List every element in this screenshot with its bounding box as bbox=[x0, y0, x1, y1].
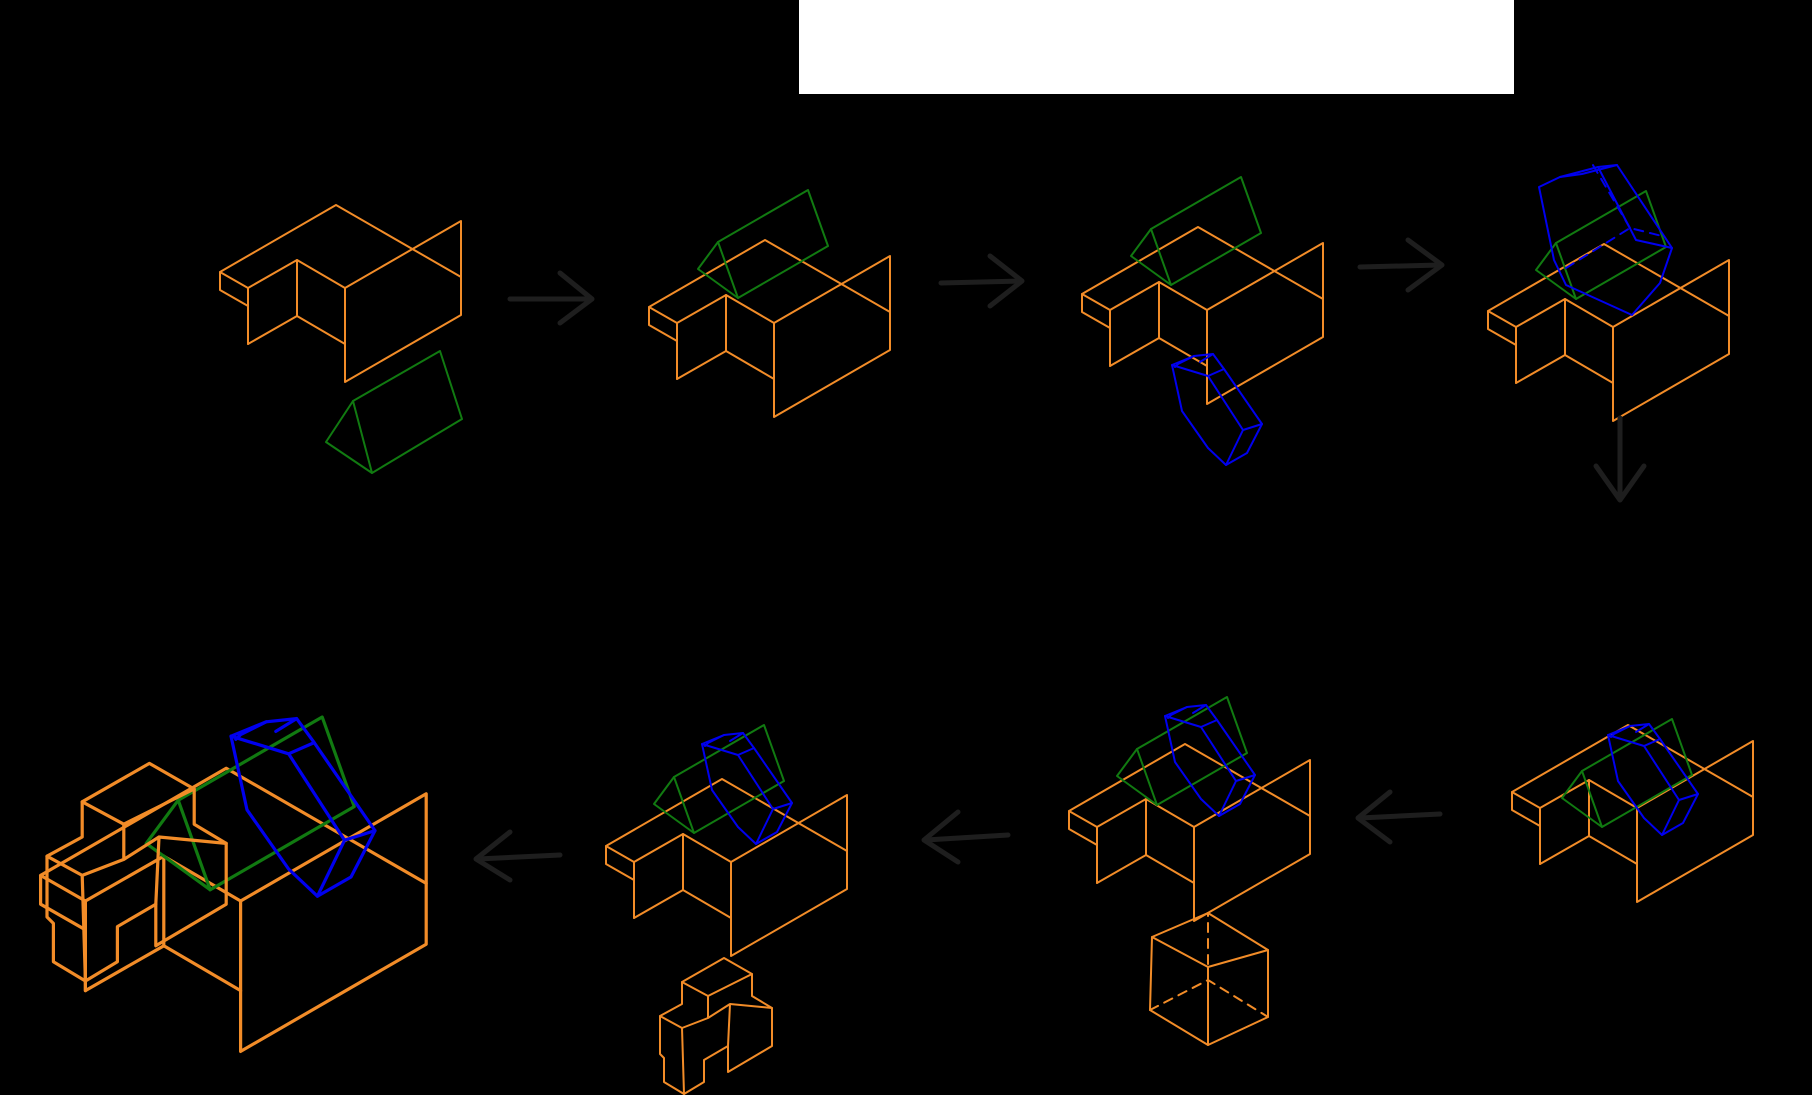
title-box bbox=[799, 0, 1514, 94]
cross-block bbox=[659, 957, 773, 1095]
triangular-prism bbox=[325, 350, 463, 474]
arrow-left-1-head bbox=[1355, 789, 1393, 845]
base-block bbox=[1081, 226, 1324, 405]
base-block bbox=[605, 778, 848, 957]
arrow-right-2-head bbox=[987, 253, 1025, 309]
triangular-prism bbox=[1116, 696, 1248, 806]
arrow-left-2 bbox=[923, 832, 1011, 843]
rotated-block bbox=[1538, 159, 1673, 316]
rotated-block bbox=[1164, 704, 1256, 817]
triangular-prism bbox=[1561, 718, 1693, 828]
arrow-right-1-head bbox=[557, 270, 595, 326]
triangular-prism bbox=[1130, 176, 1262, 286]
base-block bbox=[219, 204, 462, 383]
step-4 bbox=[1487, 159, 1730, 422]
step-3 bbox=[1081, 176, 1324, 466]
arrow-right-2 bbox=[938, 278, 1023, 286]
rotated-block bbox=[701, 732, 793, 845]
base-block bbox=[1511, 724, 1754, 903]
step-8 bbox=[38, 715, 428, 1054]
step-6 bbox=[1068, 696, 1311, 1046]
arrow-left-3-head bbox=[473, 829, 513, 883]
base-block bbox=[1068, 743, 1311, 922]
triangular-prism bbox=[653, 724, 785, 834]
base-block bbox=[1487, 243, 1730, 422]
arrow-right-3 bbox=[1357, 262, 1443, 270]
triangular-prism bbox=[697, 189, 829, 299]
arrow-left-1 bbox=[1357, 811, 1443, 821]
step-2 bbox=[648, 189, 891, 418]
step-7 bbox=[605, 724, 848, 1095]
base-block bbox=[648, 239, 891, 418]
cube bbox=[1149, 912, 1269, 1046]
arrow-down-head bbox=[1593, 463, 1647, 503]
arrow-left-2-head bbox=[921, 809, 961, 865]
arrow-right-3-head bbox=[1405, 237, 1445, 293]
step-1 bbox=[219, 204, 463, 474]
rotated-block bbox=[1171, 353, 1263, 466]
arrow-left-3 bbox=[475, 852, 563, 862]
step-5 bbox=[1511, 718, 1754, 903]
